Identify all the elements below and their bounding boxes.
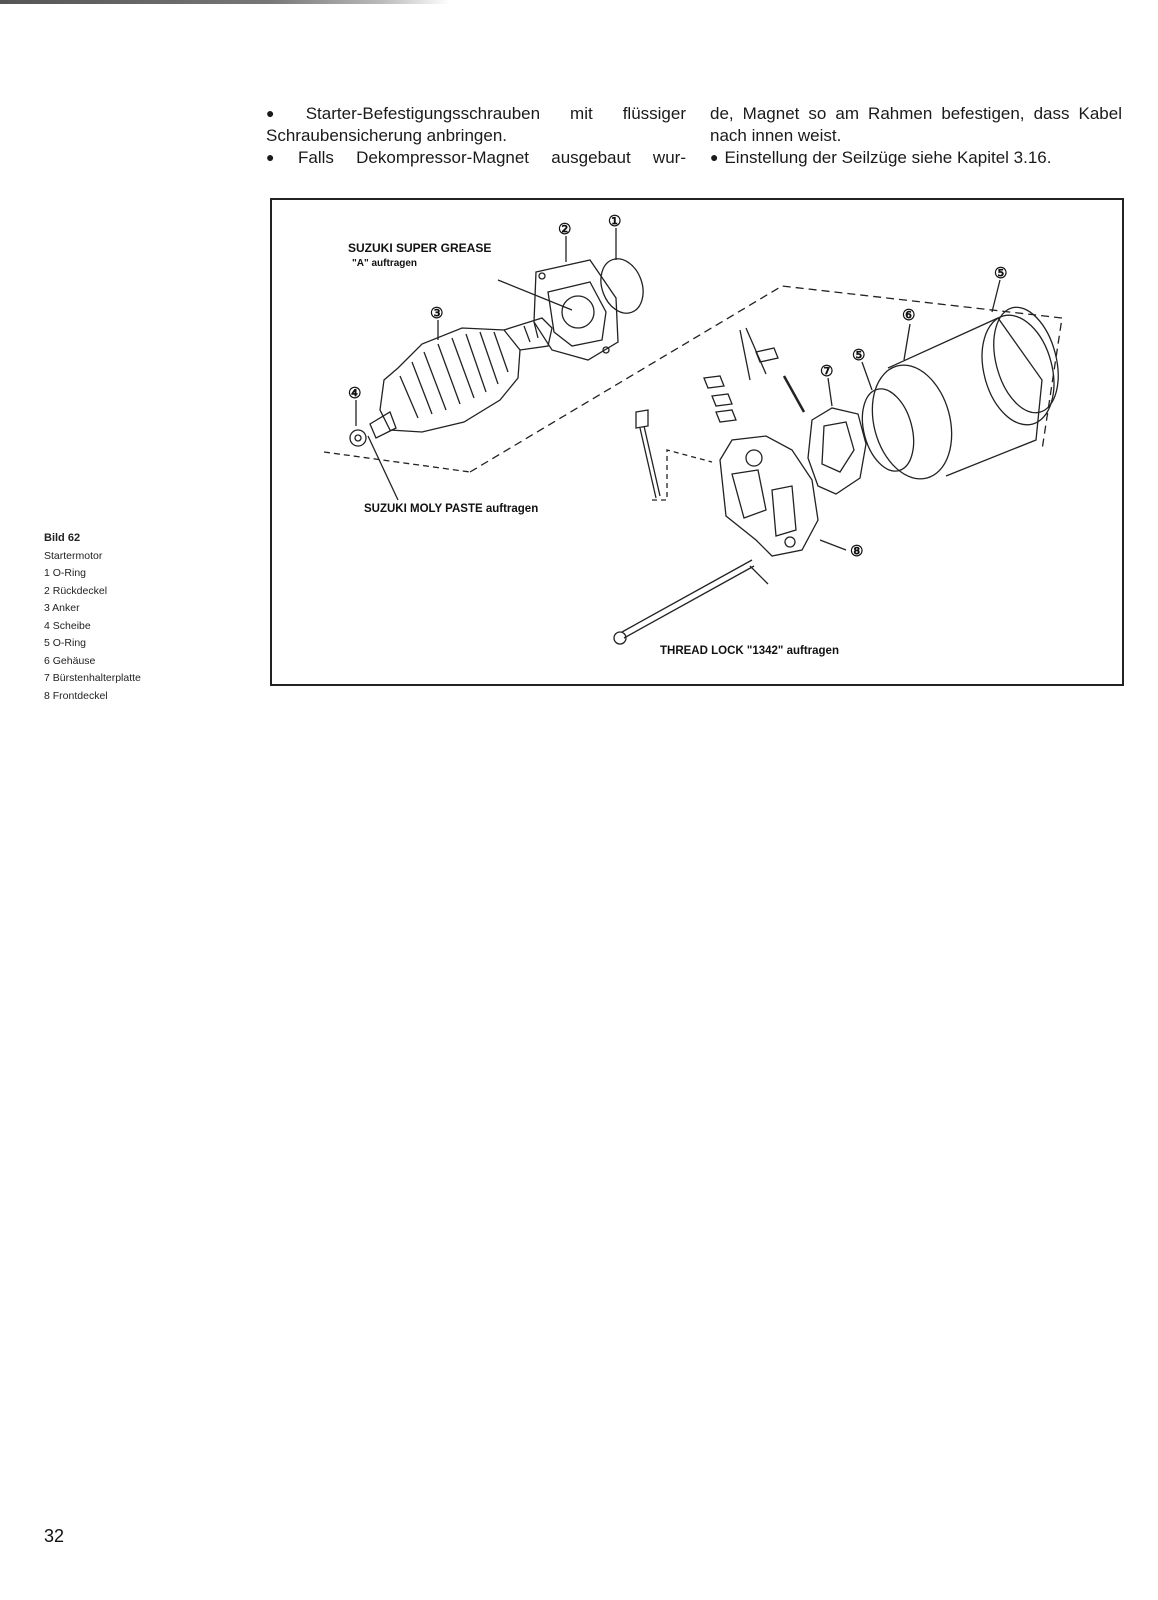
- callout-4: ④: [348, 385, 361, 402]
- caption-title: Bild 62: [44, 532, 81, 544]
- exploded-view-drawing: SUZUKI SUPER GREASE "A" auftragen SUZUKI…: [323, 213, 1063, 657]
- thread-lock-note: THREAD LOCK "1342" auftragen: [660, 645, 839, 657]
- callout-1: ①: [608, 213, 621, 230]
- caption-item: 2 Rückdeckel: [44, 584, 108, 597]
- thread-lock-leader-line: [749, 565, 769, 585]
- callout-7: ⑦: [820, 363, 833, 380]
- paragraph-4-text: Einstellung der Seilzüge siehe Kapitel 3…: [724, 148, 1052, 167]
- bolt-part: [635, 409, 661, 499]
- dashed-plane-line: [652, 449, 713, 501]
- brush-holder-plate-part: [782, 375, 867, 495]
- bullet-icon: ●: [266, 105, 300, 121]
- caption-item: 3 Anker: [44, 602, 80, 614]
- caption-legend-list: 1 O-Ring 2 Rückdeckel 3 Anker 4 Scheibe …: [44, 565, 214, 705]
- caption-subtitle: Startermotor: [44, 549, 103, 562]
- paragraph-2-text: Falls Dekompressor-Magnet ausgebaut wur-: [297, 148, 686, 167]
- housing-part: [871, 314, 1055, 480]
- grease-leader-line: [497, 279, 573, 311]
- brush-part: [703, 375, 725, 389]
- leader-lines: [739, 327, 767, 381]
- bullet-icon: ●: [710, 149, 719, 165]
- callout-5-outer: ⑤: [994, 265, 1007, 282]
- callout-2: ②: [558, 221, 571, 238]
- callout-3: ③: [430, 305, 443, 322]
- o-ring-1-part: [600, 258, 644, 314]
- caption-item: 8 Frontdeckel: [44, 689, 108, 702]
- callout-6: ⑥: [902, 307, 915, 324]
- armature-part: [369, 317, 553, 439]
- callout-5b-leader: [861, 361, 873, 391]
- callout-7-leader: [827, 377, 833, 407]
- caption-item: 6 Gehäuse: [44, 654, 96, 667]
- caption-item: 7 Bürstenhalterplatte: [44, 672, 141, 684]
- brush-part: [715, 409, 737, 423]
- moly-paste-note: SUZUKI MOLY PASTE auftragen: [364, 503, 538, 515]
- caption-item: 4 Scheibe: [44, 619, 91, 632]
- scan-artifact-bar: [0, 0, 450, 4]
- callout-8: ⑧: [850, 543, 863, 560]
- brush-part: [711, 393, 733, 407]
- bullet-icon: ●: [266, 149, 292, 165]
- callout-5-leader: [991, 279, 1001, 313]
- text-column-left: ●Starter-Befestigungsschrauben mit flüss…: [266, 103, 686, 169]
- caption-item: 5 O-Ring: [44, 637, 87, 649]
- grease-note-line1: SUZUKI SUPER GREASE: [348, 241, 491, 255]
- callout-6-leader: [903, 323, 911, 361]
- text-column-right: de, Magnet so am Rahmen befestigen, dass…: [710, 103, 1122, 169]
- front-cover-part: [719, 435, 819, 557]
- rear-cover-part: [533, 259, 619, 361]
- dashed-plane-line: [323, 451, 471, 473]
- washer-part: [349, 429, 367, 447]
- dashed-plane-line: [469, 285, 1063, 473]
- paragraph-1: ●Starter-Befestigungsschrauben mit flüss…: [266, 103, 686, 147]
- callout-8-leader: [819, 539, 847, 551]
- paragraph-3-text: de, Magnet so am Rahmen befestigen, dass…: [710, 104, 1122, 145]
- moly-leader-line: [367, 435, 399, 501]
- starter-motor-figure: SUZUKI SUPER GREASE "A" auftragen SUZUKI…: [270, 198, 1124, 686]
- o-ring-5-part: [861, 388, 915, 472]
- paragraph-1-text: Starter-Befestigungsschrauben mit flüssi…: [266, 104, 686, 145]
- through-bolt-part: [613, 559, 755, 645]
- paragraph-4: ● Einstellung der Seilzüge siehe Kapitel …: [710, 147, 1122, 169]
- o-ring-5b-part: [993, 306, 1059, 414]
- caption-item: 1 O-Ring: [44, 567, 87, 579]
- paragraph-2: ● Falls Dekompressor-Magnet ausgebaut wur…: [266, 147, 686, 169]
- paragraph-3: de, Magnet so am Rahmen befestigen, dass…: [710, 103, 1122, 147]
- page-number: 32: [44, 1526, 65, 1546]
- callout-5-inner: ⑤: [852, 347, 865, 364]
- figure-caption: Bild 62 Startermotor 1 O-Ring 2 Rückdeck…: [44, 530, 214, 705]
- grease-note-line2: "A" auftragen: [352, 258, 417, 269]
